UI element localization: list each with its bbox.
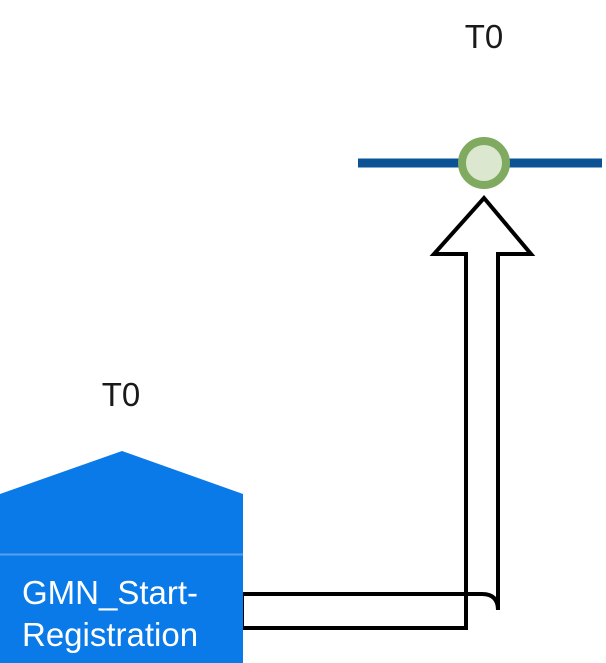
milestone-event-circle[interactable] (458, 137, 510, 189)
start-node[interactable]: GMN_Start- Registration (0, 451, 243, 663)
connector-arrow-outline (240, 194, 536, 630)
start-node-label-line-1: GMN_Start- (22, 574, 198, 611)
top-time-label: T0 (465, 18, 504, 55)
start-node-shape (0, 451, 243, 663)
start-node-label-line-2: Registration (22, 616, 198, 653)
bottom-time-label: T0 (102, 376, 141, 413)
